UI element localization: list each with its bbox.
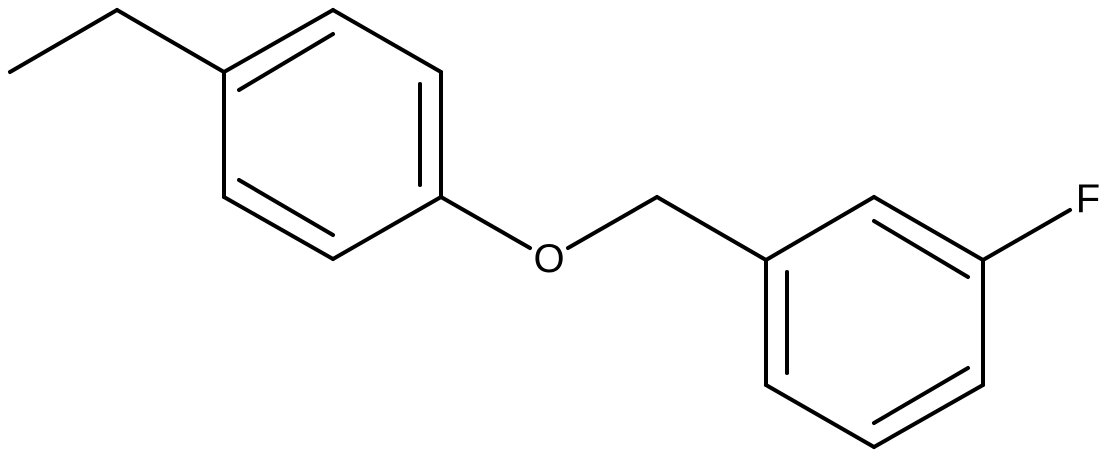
bond-ring2-fluorine [981,208,1072,262]
bond-methyl-methylene [8,8,119,74]
ring1-bond-4 [331,195,443,261]
ring1-bond-5-inner [237,178,335,237]
bond-oxygen-ch2 [566,195,659,250]
fluorine-atom-label: F [1076,177,1100,221]
bond-ring1-oxygen [439,195,532,250]
ring1-bond-1-inner [237,32,335,92]
ring2-bond-2-inner [872,219,970,279]
ring1-bond-5 [222,195,335,261]
ring1-bond-2 [331,8,443,74]
bonds [8,8,1072,449]
ring2-bond-4 [872,383,985,449]
bond-methylene-ring [115,8,226,74]
ring2-bond-4-inner [872,366,970,425]
ring2-bond-2 [872,195,985,262]
ring2-bond-1 [764,195,876,262]
ring2-bond-5 [764,383,876,449]
bond-ch2-ring2 [655,195,768,262]
oxygen-atom-label: O [533,237,564,281]
atom-labels: O F [533,177,1100,281]
ring1-bond-1 [222,8,335,74]
